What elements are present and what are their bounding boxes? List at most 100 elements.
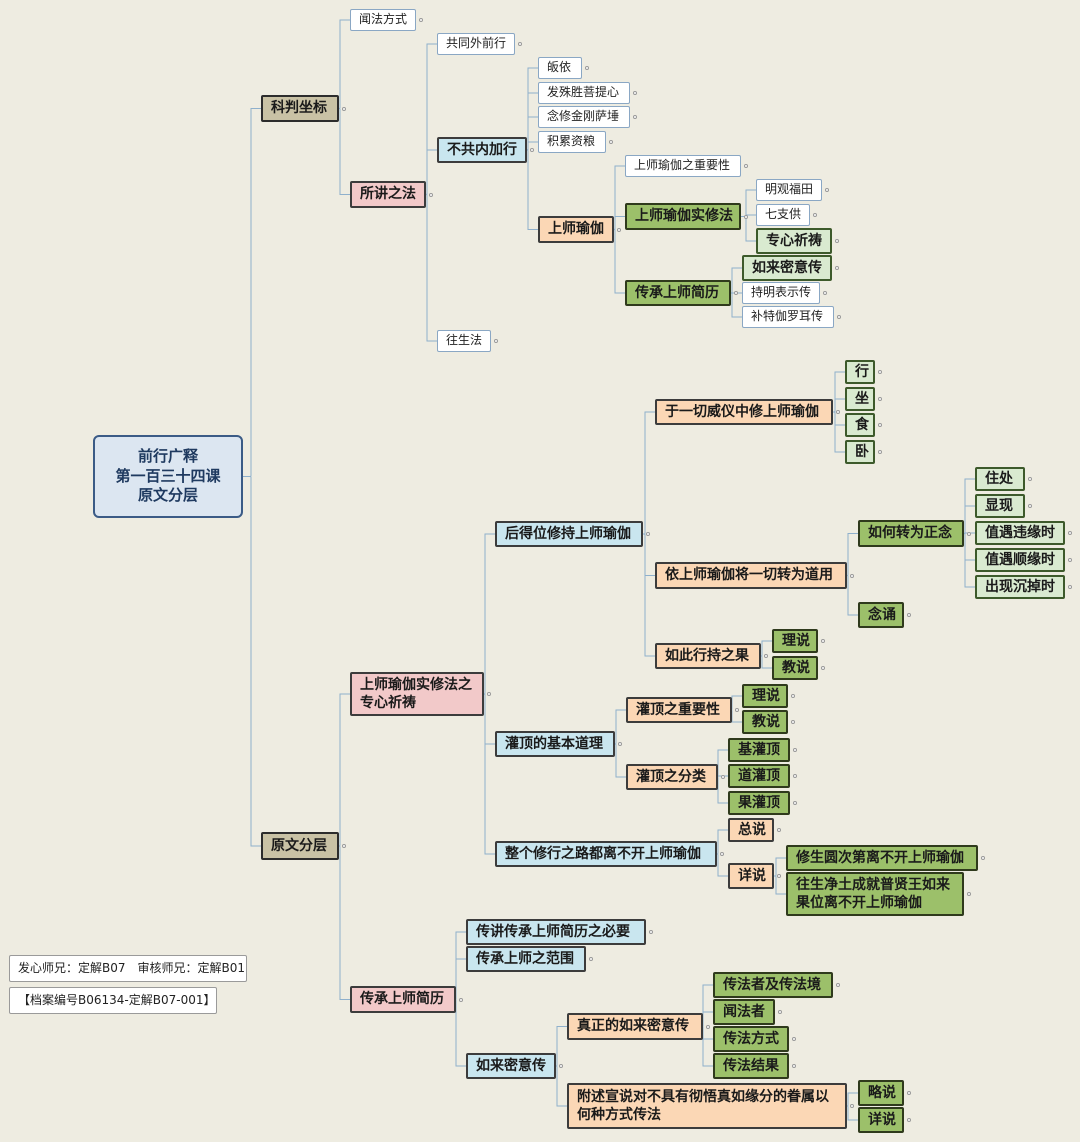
- node-n-ruhe[interactable]: 如何转为正念: [858, 520, 964, 547]
- collapse-dot-icon[interactable]: [777, 874, 781, 878]
- collapse-dot-icon[interactable]: [633, 91, 637, 95]
- node-n-wenfa[interactable]: 闻法方式: [350, 9, 416, 31]
- node-n-guiyi[interactable]: 皈依: [538, 57, 582, 79]
- collapse-dot-icon[interactable]: [836, 410, 840, 414]
- collapse-dot-icon[interactable]: [981, 856, 985, 860]
- collapse-dot-icon[interactable]: [907, 1118, 911, 1122]
- collapse-dot-icon[interactable]: [518, 42, 522, 46]
- collapse-dot-icon[interactable]: [589, 957, 593, 961]
- collapse-dot-icon[interactable]: [777, 828, 781, 832]
- node-n-zhongyao[interactable]: 上师瑜伽之重要性: [625, 155, 741, 177]
- collapse-dot-icon[interactable]: [878, 450, 882, 454]
- node-n-jiaoshuo1[interactable]: 教说: [772, 656, 818, 680]
- collapse-dot-icon[interactable]: [617, 227, 621, 232]
- collapse-dot-icon[interactable]: [793, 801, 797, 805]
- node-n-xianxian[interactable]: 显现: [975, 494, 1025, 518]
- node-n-zuo[interactable]: 坐: [845, 387, 875, 411]
- node-n-cc2[interactable]: 传承上师简历: [350, 986, 456, 1013]
- node-n-chuancheng[interactable]: 传承上师简历: [625, 280, 731, 306]
- collapse-dot-icon[interactable]: [907, 613, 911, 617]
- node-n-guo[interactable]: 如此行持之果: [655, 643, 761, 669]
- node-n-zhuchu[interactable]: 住处: [975, 467, 1025, 491]
- collapse-dot-icon[interactable]: [494, 339, 498, 343]
- node-n-bugong[interactable]: 不共内加行: [437, 137, 527, 163]
- node-n-guanding[interactable]: 灌顶的基本道理: [495, 731, 615, 757]
- collapse-dot-icon[interactable]: [792, 1037, 796, 1041]
- collapse-dot-icon[interactable]: [342, 844, 346, 848]
- collapse-dot-icon[interactable]: [837, 315, 841, 319]
- collapse-dot-icon[interactable]: [1068, 585, 1072, 589]
- collapse-dot-icon[interactable]: [342, 106, 346, 111]
- collapse-dot-icon[interactable]: [778, 1010, 782, 1014]
- collapse-dot-icon[interactable]: [609, 140, 613, 144]
- node-n-zongshuo[interactable]: 总说: [728, 818, 774, 842]
- collapse-dot-icon[interactable]: [487, 692, 491, 696]
- node-n-mingguan[interactable]: 明观福田: [756, 179, 822, 201]
- collapse-dot-icon[interactable]: [791, 694, 795, 698]
- node-n-gd-fenlei[interactable]: 灌顶之分类: [626, 764, 718, 790]
- node-n-zhengge[interactable]: 整个修行之路都离不开上师瑜伽: [495, 841, 717, 867]
- node-n-guoguanding[interactable]: 果灌顶: [728, 791, 790, 815]
- collapse-dot-icon[interactable]: [429, 192, 433, 197]
- collapse-dot-icon[interactable]: [813, 213, 817, 217]
- collapse-dot-icon[interactable]: [823, 291, 827, 295]
- node-n-fushu[interactable]: 附述宣说对不具有彻悟真如缘分的眷属以何种方式传法: [567, 1083, 847, 1129]
- node-n-gd-zhongyao[interactable]: 灌顶之重要性: [626, 697, 732, 723]
- collapse-dot-icon[interactable]: [967, 892, 971, 896]
- collapse-dot-icon[interactable]: [559, 1064, 563, 1068]
- node-n-zhenzheng[interactable]: 真正的如来密意传: [567, 1013, 703, 1040]
- node-n-wenfazhe[interactable]: 闻法者: [713, 999, 775, 1025]
- collapse-dot-icon[interactable]: [821, 666, 825, 670]
- collapse-dot-icon[interactable]: [721, 775, 725, 779]
- node-n-jiaoshuo2[interactable]: 教说: [742, 710, 788, 734]
- collapse-dot-icon[interactable]: [907, 1091, 911, 1095]
- collapse-dot-icon[interactable]: [821, 639, 825, 643]
- node-n-lueshuo[interactable]: 略说: [858, 1080, 904, 1106]
- node-n-weiyuan[interactable]: 值遇违缘时: [975, 521, 1065, 545]
- node-n-yuanwen[interactable]: 原文分层: [261, 832, 339, 860]
- collapse-dot-icon[interactable]: [850, 573, 854, 578]
- node-n-faxin[interactable]: 发殊胜菩提心: [538, 82, 630, 104]
- node-n-chiming[interactable]: 持明表示传: [742, 282, 820, 304]
- node-n-keban[interactable]: 科判坐标: [261, 95, 339, 122]
- collapse-dot-icon[interactable]: [835, 239, 839, 243]
- collapse-dot-icon[interactable]: [618, 742, 622, 746]
- collapse-dot-icon[interactable]: [1028, 477, 1032, 481]
- collapse-dot-icon[interactable]: [530, 148, 534, 152]
- node-n-qizhi[interactable]: 七支供: [756, 204, 810, 226]
- node-n-jilei[interactable]: 积累资粮: [538, 131, 606, 153]
- collapse-dot-icon[interactable]: [791, 720, 795, 724]
- collapse-dot-icon[interactable]: [1068, 531, 1072, 535]
- collapse-dot-icon[interactable]: [735, 708, 739, 712]
- collapse-dot-icon[interactable]: [633, 115, 637, 119]
- node-n-gongtong[interactable]: 共同外前行: [437, 33, 515, 55]
- node-n-houdewei[interactable]: 后得位修持上师瑜伽: [495, 521, 643, 547]
- node-n-xiusheng[interactable]: 修生圆次第离不开上师瑜伽: [786, 845, 978, 871]
- collapse-dot-icon[interactable]: [878, 370, 882, 374]
- node-n-rulai[interactable]: 如来密意传: [742, 255, 832, 281]
- collapse-dot-icon[interactable]: [419, 18, 423, 22]
- node-n-jiguanding[interactable]: 基灌顶: [728, 738, 790, 762]
- collapse-dot-icon[interactable]: [878, 423, 882, 427]
- collapse-dot-icon[interactable]: [1068, 558, 1072, 562]
- node-n-xiangshuo2[interactable]: 详说: [858, 1107, 904, 1133]
- collapse-dot-icon[interactable]: [585, 66, 589, 70]
- node-n-lishuo1[interactable]: 理说: [772, 629, 818, 653]
- node-n-chuanfazhe[interactable]: 传法者及传法境: [713, 972, 833, 998]
- node-root[interactable]: 前行广释 第一百三十四课 原文分层: [93, 435, 243, 518]
- collapse-dot-icon[interactable]: [649, 930, 653, 934]
- node-n-fanwei[interactable]: 传承上师之范围: [466, 946, 586, 972]
- node-n-bute[interactable]: 补特伽罗耳传: [742, 306, 834, 328]
- node-n-nianxiu[interactable]: 念修金刚萨埵: [538, 106, 630, 128]
- collapse-dot-icon[interactable]: [1028, 504, 1032, 508]
- node-n-shi[interactable]: 食: [845, 413, 875, 437]
- node-n-daoguanding[interactable]: 道灌顶: [728, 764, 790, 788]
- collapse-dot-icon[interactable]: [878, 397, 882, 401]
- node-n-wo[interactable]: 卧: [845, 440, 875, 464]
- node-n-zhuanxin[interactable]: 专心祈祷: [756, 228, 832, 254]
- node-n-sm-zhuanxin[interactable]: 上师瑜伽实修法之专心祈祷: [350, 672, 484, 716]
- collapse-dot-icon[interactable]: [646, 532, 650, 536]
- collapse-dot-icon[interactable]: [836, 983, 840, 987]
- collapse-dot-icon[interactable]: [793, 748, 797, 752]
- node-n-xing[interactable]: 行: [845, 360, 875, 384]
